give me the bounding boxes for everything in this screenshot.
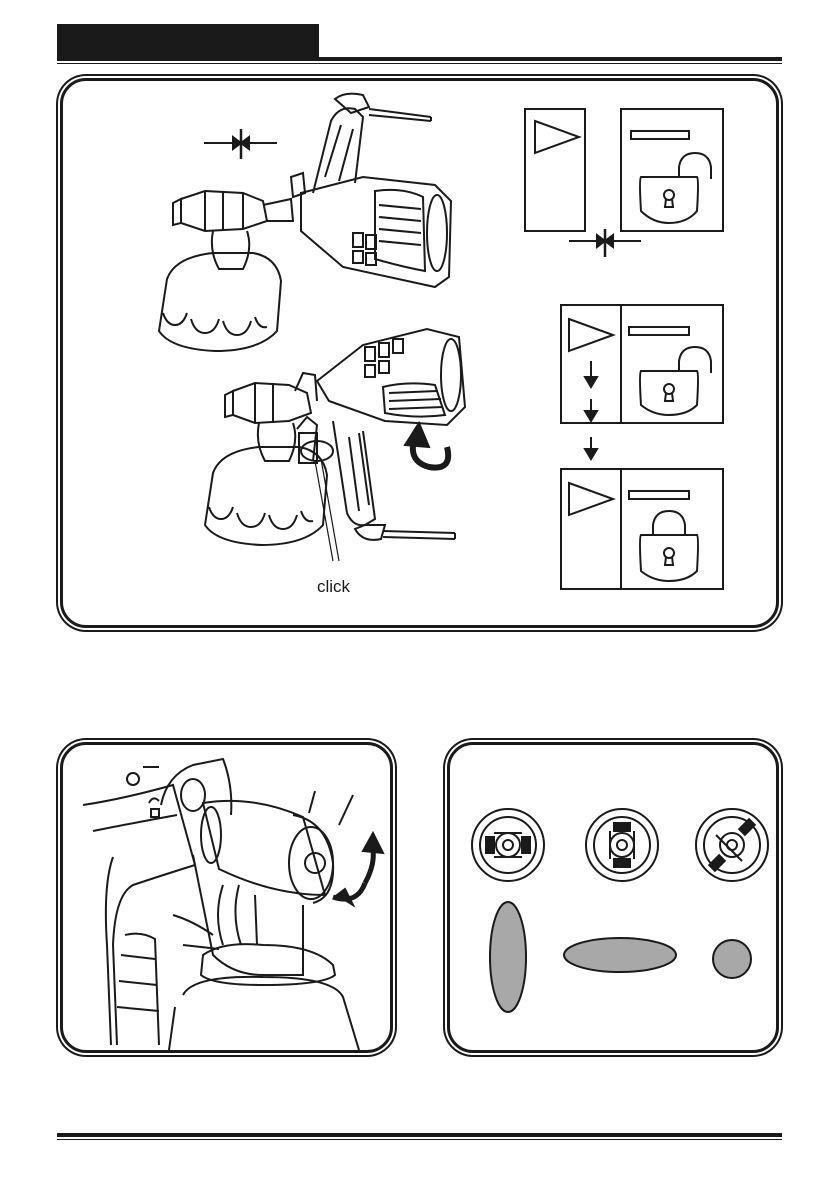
header-rule-thin xyxy=(57,63,782,64)
nozzle-setting-vertical-icon xyxy=(472,809,544,881)
nozzle-rotation-panel xyxy=(60,742,393,1053)
lock-diagram-locked xyxy=(561,469,723,589)
assembly-panel: click xyxy=(60,78,779,628)
lock-diagram-separated xyxy=(525,109,723,257)
header-rule xyxy=(57,57,782,61)
footer-rule xyxy=(57,1133,782,1137)
spray-pattern-illustration xyxy=(450,745,776,1050)
footer-rule-thin xyxy=(57,1139,782,1140)
spray-pattern-circular xyxy=(713,940,751,978)
header-tab xyxy=(57,24,319,58)
unlock-icon xyxy=(679,153,711,179)
spray-pattern-horizontal xyxy=(564,938,676,972)
spray-pattern-vertical xyxy=(490,902,526,1012)
click-label: click xyxy=(317,577,350,597)
spray-gun-body-separated xyxy=(159,94,451,351)
nozzle-closeup-illustration xyxy=(63,745,390,1050)
lock-icon xyxy=(653,511,685,535)
nozzle-setting-circular-icon xyxy=(696,809,768,881)
nozzle-setting-horizontal-icon xyxy=(586,809,658,881)
spray-gun-body-assembled xyxy=(205,329,465,561)
gap-arrows-icon xyxy=(204,129,277,159)
lock-diagram-aligned xyxy=(561,305,723,459)
assembly-illustration xyxy=(63,81,776,625)
spray-pattern-panel xyxy=(447,742,779,1053)
